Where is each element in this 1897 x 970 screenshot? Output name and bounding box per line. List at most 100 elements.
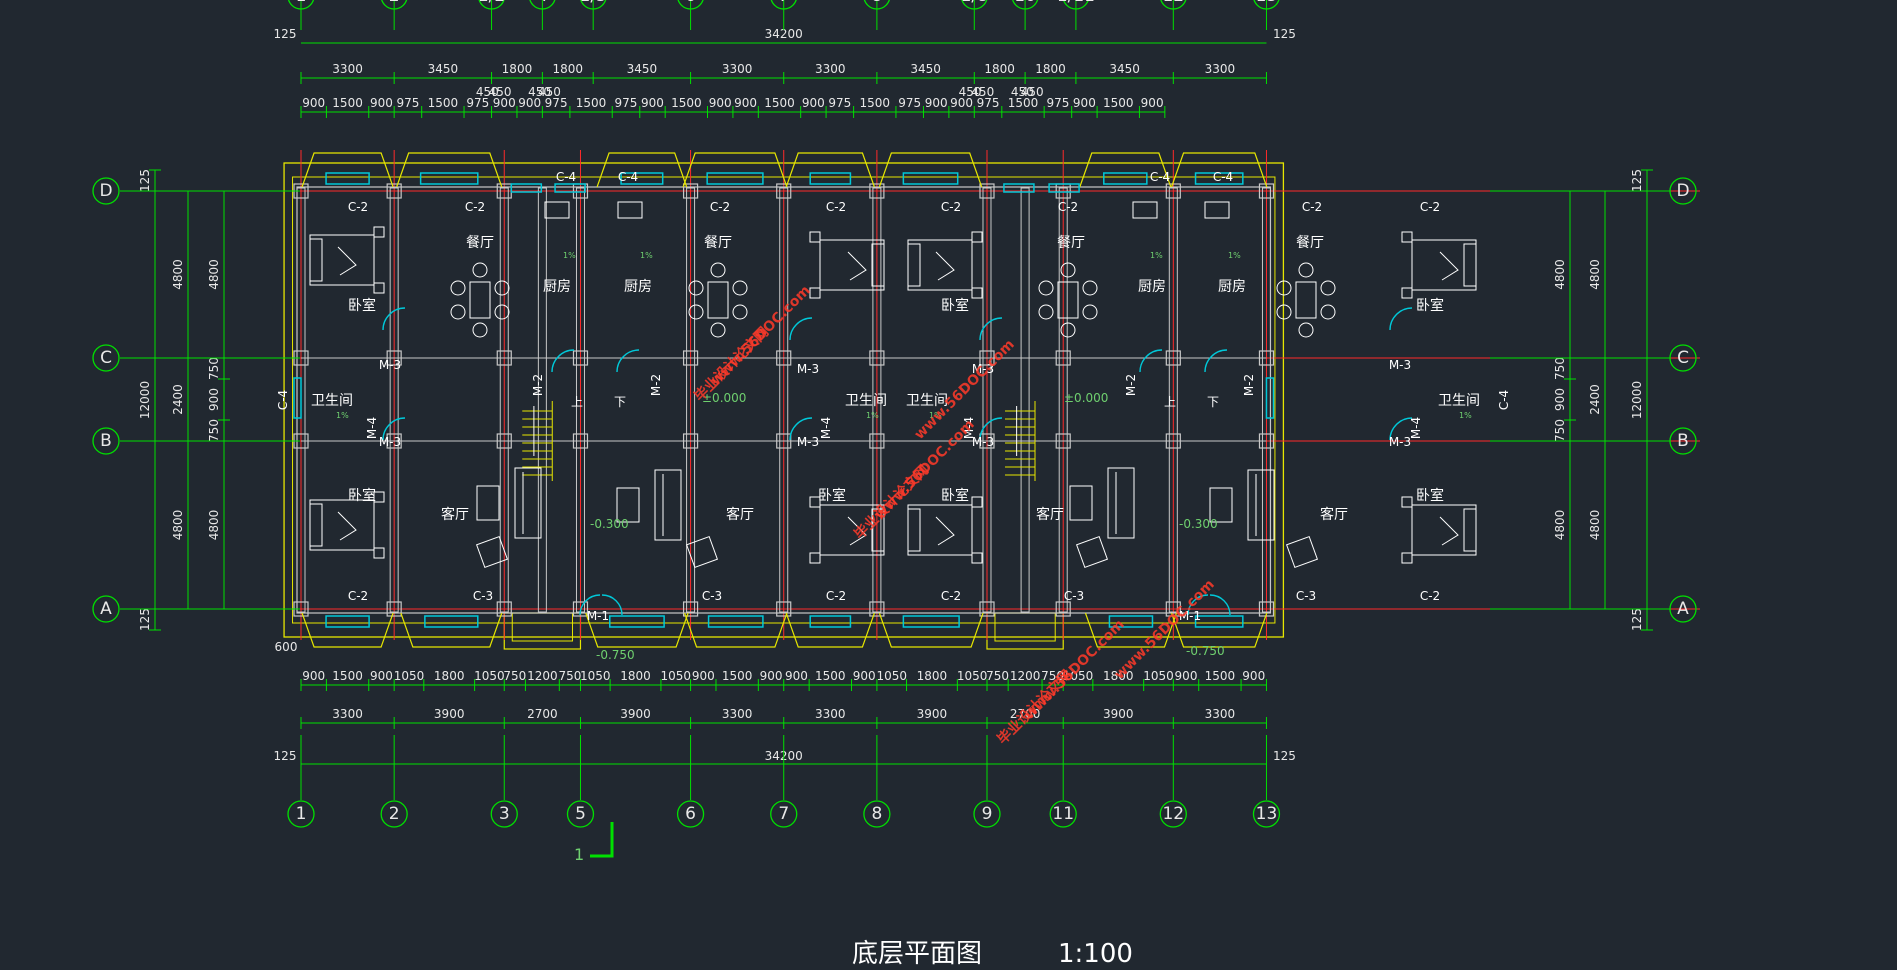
axis-bubble-top [1062, 0, 1089, 10]
dim-bottom-row1-label: 900 [785, 669, 808, 683]
dim-right-inner-label: 750 [1553, 419, 1567, 442]
slope-mark: 1% [866, 411, 879, 420]
axis-bubble-right-label: C [1677, 348, 1689, 368]
room-label-living: 客厅 [726, 506, 754, 523]
armchair [1285, 535, 1319, 569]
bed-blanket [935, 251, 955, 281]
axis-bubble-bottom [1049, 800, 1077, 828]
room-label-bathroom: 卫生间 [906, 393, 948, 409]
dim-top-row2-label: 975 [396, 96, 419, 110]
dining-chair [732, 304, 748, 320]
door-swing [1389, 417, 1413, 441]
room-label-dining: 餐厅 [704, 235, 732, 251]
sofa [514, 467, 542, 539]
column [1165, 183, 1181, 199]
dining-table [1295, 281, 1317, 319]
window-label-c4: C-4 [1150, 170, 1170, 184]
dim-bottom-row1-label: 1050 [1063, 669, 1094, 683]
window-label-c2: C-2 [941, 200, 961, 214]
door-label-m2: M-2 [1242, 374, 1256, 396]
dining-chair [732, 280, 748, 296]
axis-bubble-bottom [863, 800, 891, 828]
nightstand [809, 496, 821, 508]
coffee-table [476, 485, 500, 521]
axis-bubble-bottom-label: 13 [1256, 804, 1278, 824]
axis-bubble-bottom-label: 6 [685, 804, 696, 824]
wall-v [686, 187, 696, 613]
column [386, 433, 402, 449]
window-label-c2: C-2 [1420, 200, 1440, 214]
window-label-c4: C-4 [1497, 390, 1511, 410]
column [572, 601, 589, 617]
axis-bubble-left-label: B [100, 431, 112, 451]
bed-blanket [337, 511, 357, 541]
bed-pillow [871, 508, 885, 552]
axis-bubble-right-label: D [1676, 181, 1689, 201]
bay-window-outline [596, 152, 688, 188]
axis-bubble-top-label: 8 [871, 0, 882, 6]
door-swing [789, 317, 813, 341]
dim-right-mid-label: 4800 [1588, 510, 1602, 541]
column [682, 183, 699, 199]
axis-bubble-bottom [1252, 800, 1281, 828]
dim-bottom-row2-label: 3300 [722, 707, 753, 721]
window [707, 615, 764, 628]
dim-top-row2-label: 900 [518, 96, 541, 110]
dim-top-row2-label: 900 [493, 96, 516, 110]
column [979, 433, 995, 449]
column [776, 183, 792, 199]
column [1258, 433, 1275, 449]
dim-left-mid-label: 2400 [171, 384, 185, 415]
bed [907, 504, 973, 556]
axis-bubble-top-label: 13 [1256, 0, 1278, 6]
dim-bottom-row1-label: 900 [1242, 669, 1265, 683]
door-swing [382, 307, 406, 331]
dining-chair [450, 304, 466, 320]
elevation-label: ±0.000 [702, 391, 746, 405]
room-label-bedroom: 卧室 [818, 487, 846, 504]
window-c4 [510, 183, 543, 193]
door-swing [1187, 594, 1209, 616]
axis-bubble-top-label: 1/2 [478, 0, 505, 6]
dim-top-row1-label: 3450 [627, 62, 658, 76]
slope-mark: 1% [336, 411, 349, 420]
axis-bubble-top [770, 0, 797, 10]
dim-left-inner-label: 4800 [207, 259, 221, 290]
window-label-c3: C-3 [473, 589, 493, 603]
bed-blanket [337, 246, 357, 276]
dim-bottom-row2-label: 2700 [1010, 707, 1041, 721]
stair-up-label: 上 [571, 395, 583, 409]
dim-top-row1-label: 3300 [722, 62, 753, 76]
dim-top-row2-label: 900 [1141, 96, 1164, 110]
column [682, 601, 699, 617]
axis-bubble-top-label: 1/5 [580, 0, 607, 6]
axis-bubble-bottom-label: 5 [575, 804, 586, 824]
bed-pillow [1463, 508, 1477, 552]
axis-bubble-top [961, 0, 988, 10]
column [1165, 350, 1181, 366]
dim-top-row2-label: 900 [802, 96, 825, 110]
nightstand [373, 282, 385, 294]
dim-bottom-row2-label: 3300 [1205, 707, 1236, 721]
column [869, 601, 885, 617]
axis-bubble-top [580, 0, 607, 10]
axis-bubble-right [1669, 177, 1697, 205]
room-label-living: 客厅 [1036, 506, 1064, 523]
door-swing [979, 417, 1003, 441]
dim-bottom-row2-label: 3900 [620, 707, 651, 721]
axis-bubble-bottom [380, 800, 408, 828]
dim-top-row2-label: 1500 [860, 96, 891, 110]
dining-chair [1082, 304, 1098, 320]
nightstand [971, 287, 983, 299]
dim-top-row2-label: 975 [828, 96, 851, 110]
bed-blanket [847, 516, 867, 546]
door-label-m4: M-4 [1409, 417, 1423, 439]
bay-window-outline [785, 612, 875, 648]
dining-chair [1276, 304, 1292, 320]
window-label-c2: C-2 [941, 589, 961, 603]
door-swing [551, 349, 575, 373]
dim-top-row1-label: 3450 [910, 62, 941, 76]
sofa [1247, 469, 1275, 541]
dim-top-small: 450 [1011, 85, 1034, 99]
elevation-label: -0.300 [1179, 517, 1218, 531]
